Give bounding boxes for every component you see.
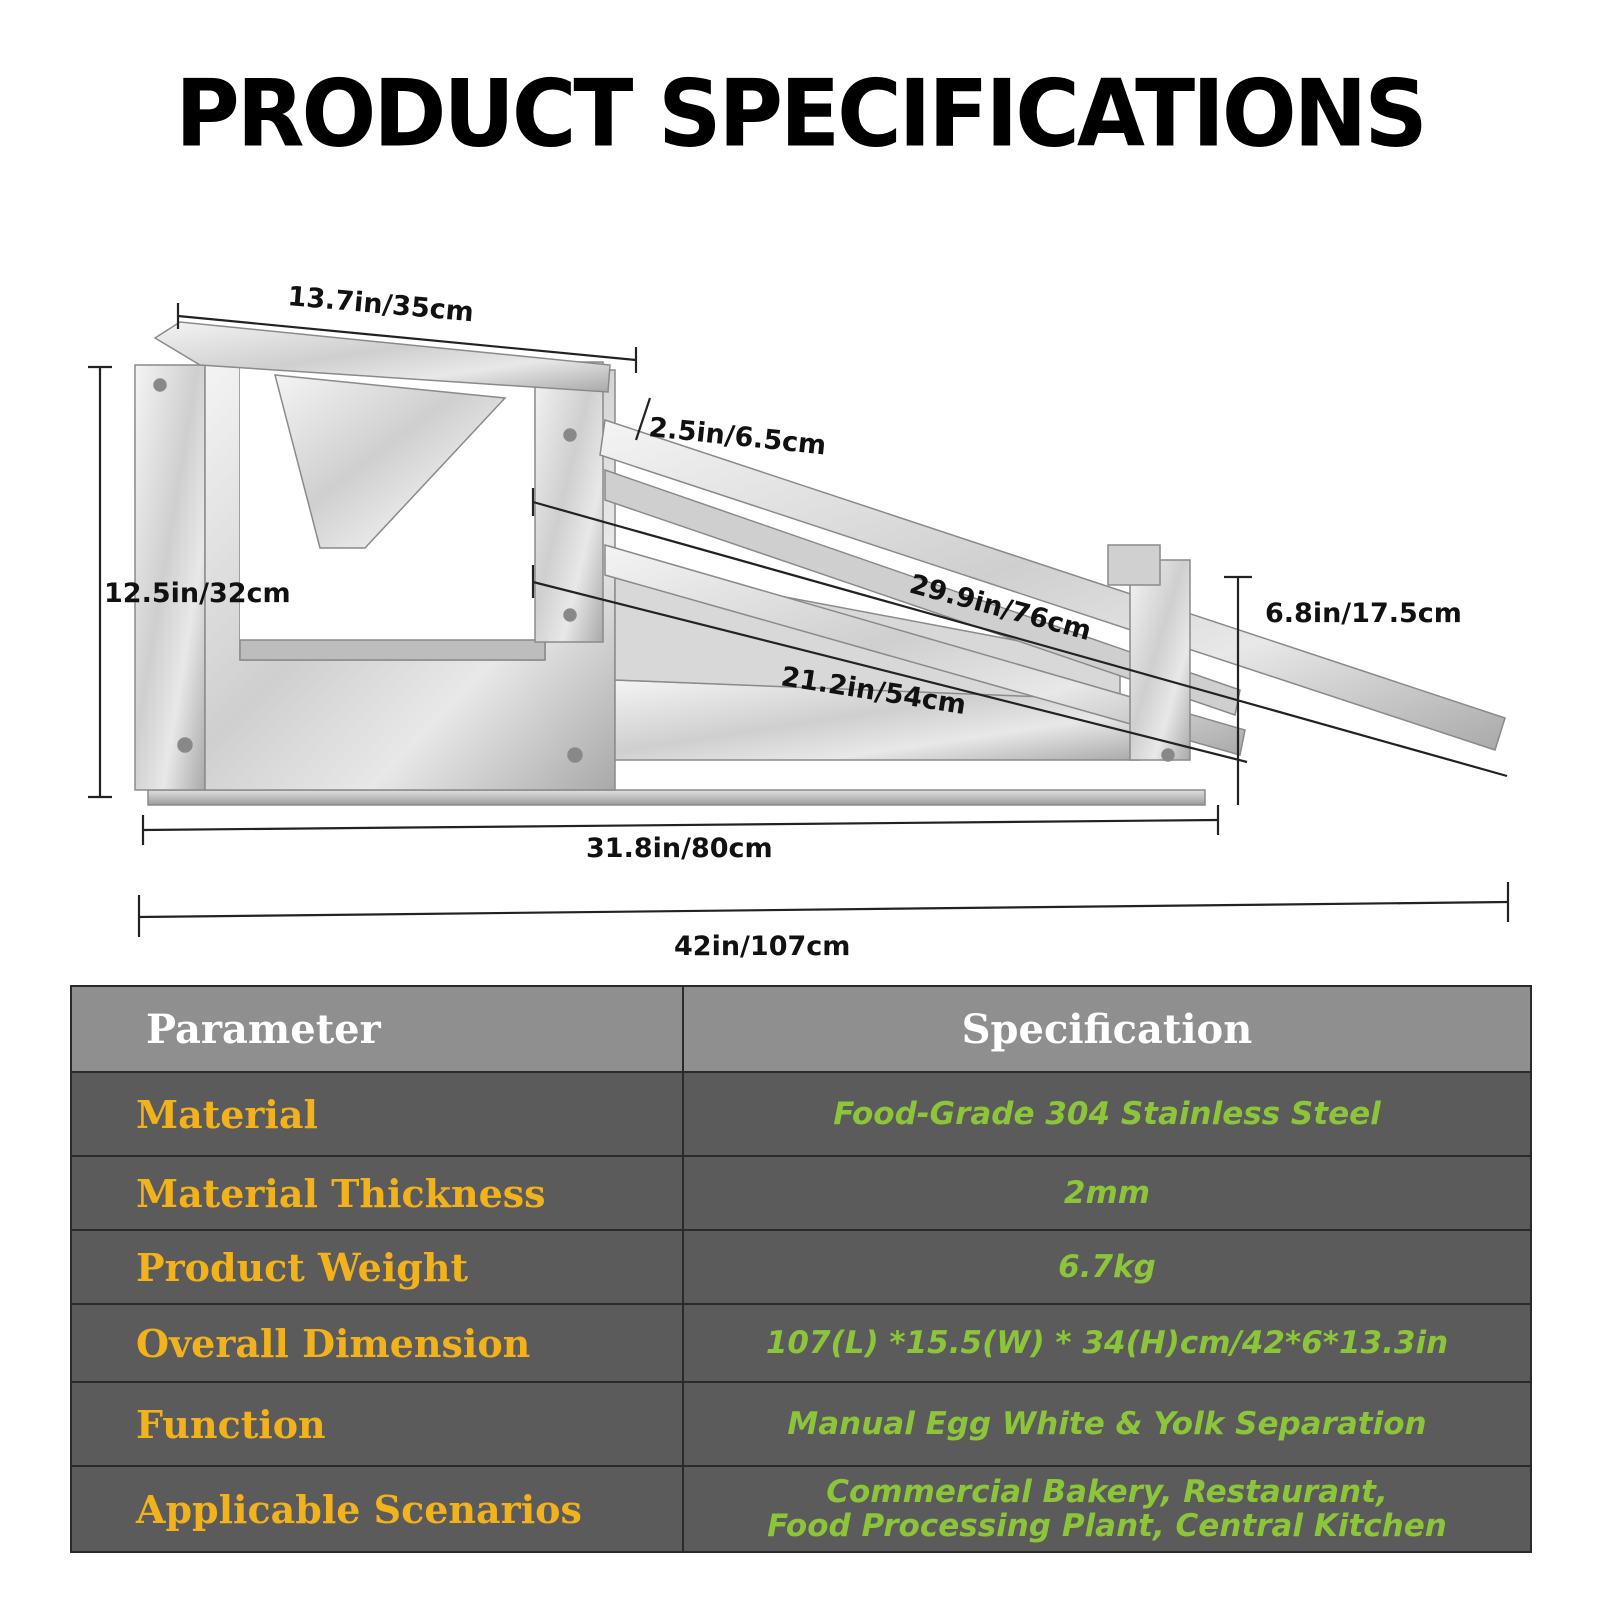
row-specification: 2mm xyxy=(682,1155,1532,1231)
header-specification: Specification xyxy=(682,985,1532,1073)
dimension-lines xyxy=(88,303,1510,937)
spec-line-1: Commercial Bakery, Restaurant, xyxy=(826,1474,1388,1510)
product-dimension-diagram: 13.7in/35cm 2.5in/6.5cm 12.5in/32cm 29.9… xyxy=(88,281,1510,962)
row-specification: Food-Grade 304 Stainless Steel xyxy=(682,1071,1532,1157)
header-parameter: Parameter xyxy=(70,985,684,1073)
row-parameter: Product Weight xyxy=(70,1229,684,1305)
table-row: Material Food-Grade 304 Stainless Steel xyxy=(70,1071,1532,1157)
table-row: Product Weight 6.7kg xyxy=(70,1229,1532,1305)
row-specification: Manual Egg White & Yolk Separation xyxy=(682,1381,1532,1467)
row-parameter: Applicable Scenarios xyxy=(70,1465,684,1553)
specification-table: Parameter Specification Material Food-Gr… xyxy=(70,985,1532,1553)
separator-frame xyxy=(134,321,1506,806)
table-row: Overall Dimension 107(L) *15.5(W) * 34(H… xyxy=(70,1303,1532,1383)
spec-line-2: Food Processing Plant, Central Kitchen xyxy=(767,1508,1447,1544)
table-row: Function Manual Egg White & Yolk Separat… xyxy=(70,1381,1532,1467)
row-parameter: Overall Dimension xyxy=(70,1303,684,1383)
row-specification: 6.7kg xyxy=(682,1229,1532,1305)
row-specification: Commercial Bakery, Restaurant, Food Proc… xyxy=(682,1465,1532,1553)
table-row: Applicable Scenarios Commercial Bakery, … xyxy=(70,1465,1532,1553)
dim-label-height: 12.5in/32cm xyxy=(104,578,291,609)
row-parameter: Function xyxy=(70,1381,684,1467)
row-parameter: Material Thickness xyxy=(70,1155,684,1231)
row-parameter: Material xyxy=(70,1071,684,1157)
row-specification: 107(L) *15.5(W) * 34(H)cm/42*6*13.3in xyxy=(682,1303,1532,1383)
dim-label-end-height: 6.8in/17.5cm xyxy=(1265,598,1462,629)
page-title: PRODUCT SPECIFICATIONS xyxy=(175,59,1427,168)
table-header-row: Parameter Specification xyxy=(70,985,1532,1073)
dim-label-overall-length: 42in/107cm xyxy=(674,931,850,962)
dim-label-top-length: 13.7in/35cm xyxy=(286,281,475,328)
dim-label-base-length: 31.8in/80cm xyxy=(586,833,773,864)
table-row: Material Thickness 2mm xyxy=(70,1155,1532,1231)
